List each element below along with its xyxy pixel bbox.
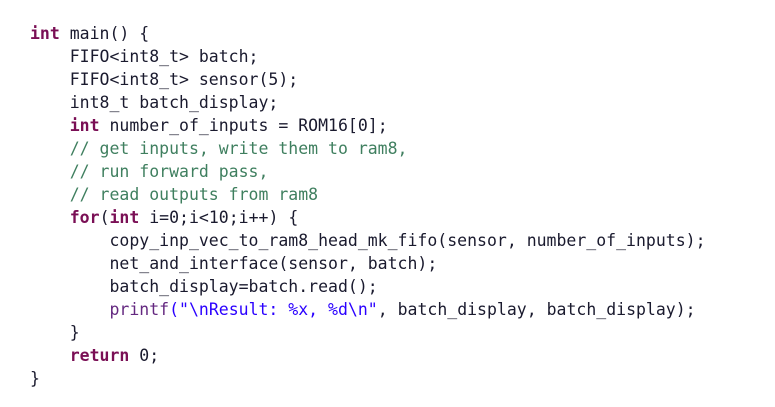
code-line: FIFO<int8_t> batch; (30, 45, 770, 68)
code-token-keyword: return (69, 346, 130, 365)
code-token-plain: } (30, 323, 80, 342)
code-token-plain: number_of_inputs = ROM16[0]; (99, 116, 388, 135)
code-line: FIFO<int8_t> sensor(5); (30, 68, 770, 91)
code-token-plain: FIFO<int8_t> sensor(5); (30, 70, 299, 89)
code-line: int8_t batch_display; (30, 91, 770, 114)
code-token-plain: , batch_display, batch_display); (377, 300, 696, 319)
code-token-keyword: int (109, 208, 140, 227)
code-line: printf("\nResult: %x, %d\n", batch_displ… (30, 298, 770, 321)
code-token-plain: FIFO<int8_t> batch; (30, 47, 259, 66)
code-token-plain (30, 208, 70, 227)
code-token-comment: // read outputs from ram8 (30, 185, 319, 204)
code-token-plain: } (30, 369, 40, 388)
code-line: // read outputs from ram8 (30, 183, 770, 206)
code-token-plain: batch_display=batch.read(); (30, 277, 378, 296)
code-token-plain: main() { (59, 24, 150, 43)
code-line: } (30, 367, 770, 390)
code-line: // get inputs, write them to ram8, (30, 137, 770, 160)
code-token-plain: int8_t batch_display; (30, 93, 279, 112)
code-token-keyword: int (30, 24, 60, 43)
code-token-plain: i=0;i<10;i++) { (139, 208, 299, 227)
code-line: net_and_interface(sensor, batch); (30, 252, 770, 275)
code-token-plain (30, 300, 109, 319)
code-token-plain: ( (99, 208, 110, 227)
code-token-string: ("\nResult: %x, %d\n" (169, 300, 378, 319)
code-line: for(int i=0;i<10;i++) { (30, 206, 770, 229)
code-token-plain: net_and_interface(sensor, batch); (30, 254, 438, 273)
code-token-keyword: int (69, 116, 100, 135)
code-token-plain (30, 346, 70, 365)
code-token-keyword: for (69, 208, 100, 227)
code-editor[interactable]: int main() { FIFO<int8_t> batch; FIFO<in… (30, 22, 770, 390)
code-line: } (30, 321, 770, 344)
code-line: int main() { (30, 22, 770, 45)
code-token-comment: // get inputs, write them to ram8, (30, 139, 408, 158)
code-token-func: printf (109, 300, 170, 319)
code-line: int number_of_inputs = ROM16[0]; (30, 114, 770, 137)
code-line: copy_inp_vec_to_ram8_head_mk_fifo(sensor… (30, 229, 770, 252)
code-line: // run forward pass, (30, 160, 770, 183)
code-token-plain: 0; (129, 346, 160, 365)
code-token-plain (30, 116, 70, 135)
code-line: return 0; (30, 344, 770, 367)
code-token-comment: // run forward pass, (30, 162, 269, 181)
code-line: batch_display=batch.read(); (30, 275, 770, 298)
code-token-plain: copy_inp_vec_to_ram8_head_mk_fifo(sensor… (30, 231, 706, 250)
